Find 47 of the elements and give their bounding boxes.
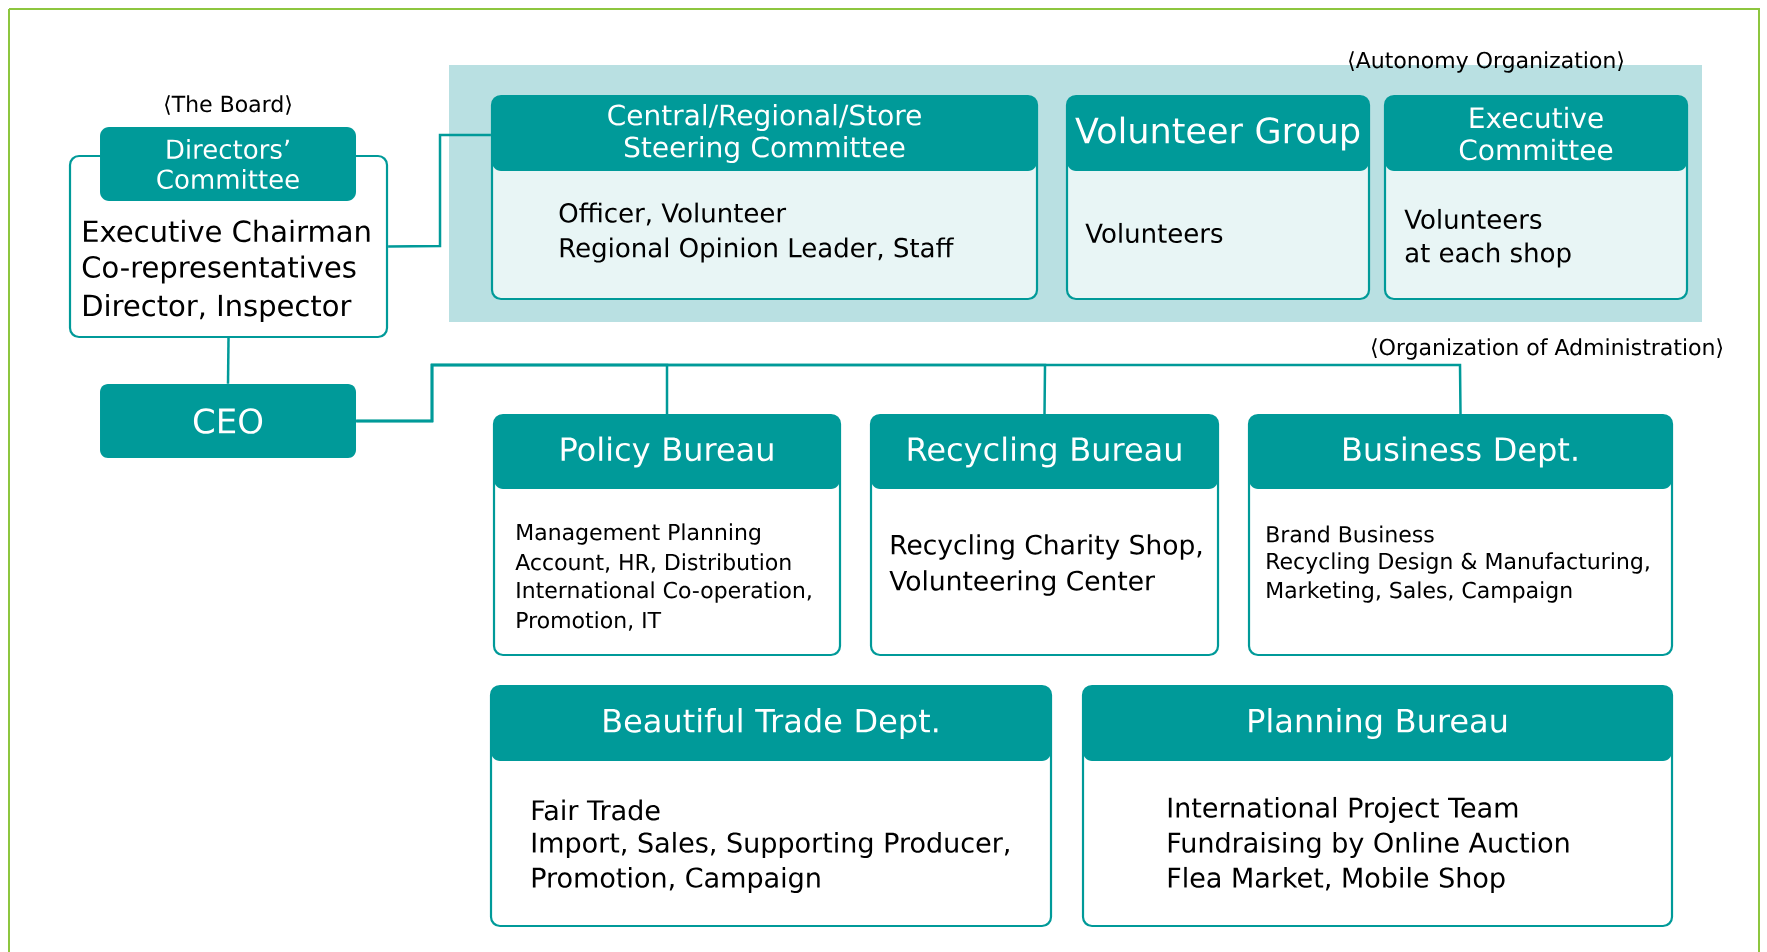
body-text: Brand Business [1267,525,1434,543]
connector-line [388,133,491,248]
body-text: International Project Team [1168,796,1518,824]
box-header: Business Dept. [1249,415,1672,489]
body-text: Volunteers [1404,208,1542,230]
body-text: Recycling Charity Shop, [891,534,1202,560]
org-box [1383,94,1689,301]
body-text: Account, HR, Distribution [515,553,791,573]
org-box [489,684,1053,928]
box-header: Beautiful Trade Dept. [491,686,1051,761]
org-box [490,94,1039,301]
body-text: Volunteering Center [889,570,1155,596]
box-header: Volunteer Group [1067,96,1369,171]
connector-line [356,363,1462,423]
body-text: Import, Sales, Supporting Producer, [532,831,1009,859]
body-text: Director, Inspector [84,293,352,323]
connector-line [226,338,230,384]
section-label: ⟨Organization of Administration⟩ [1372,338,1723,360]
body-text: Officer, Volunteer [559,202,787,226]
box-header: Executive Committee [1385,96,1687,171]
org-box [492,413,842,657]
box-header: Central/Regional/Store Steering Committee [492,96,1037,171]
body-text: Regional Opinion Leader, Staff [560,237,954,263]
org-box [1065,94,1371,301]
body-text: Executive Chairman [84,219,370,243]
box-caption: ⟨The Board⟩ [165,95,291,115]
body-text: Flea Market, Mobile Shop [1168,866,1505,894]
org-box [869,413,1220,657]
org-box [1247,413,1674,657]
body-text: Fundraising by Online Auction [1168,831,1569,859]
box-header: Policy Bureau [494,415,840,489]
body-text: Promotion, IT [517,611,662,631]
box-header: Directors’ Committee [100,127,356,201]
org-box [1081,684,1674,928]
org-box [68,127,389,339]
body-text: International Co-operation, [517,581,811,603]
body-text: Recycling Design & Manufacturing, [1267,552,1649,574]
box-header: Planning Bureau [1083,686,1672,761]
body-text: Co-representatives [82,255,356,284]
body-text: Marketing, Sales, Campaign [1267,581,1572,603]
body-text: Fair Trade [532,799,660,821]
box-header: Recycling Bureau [871,415,1218,489]
body-text: Promotion, Campaign [532,866,820,894]
process-box: CEO [100,384,356,458]
body-text: Management Planning [517,523,760,545]
body-text: Volunteers [1085,222,1223,244]
body-text: at each shop [1405,242,1571,268]
